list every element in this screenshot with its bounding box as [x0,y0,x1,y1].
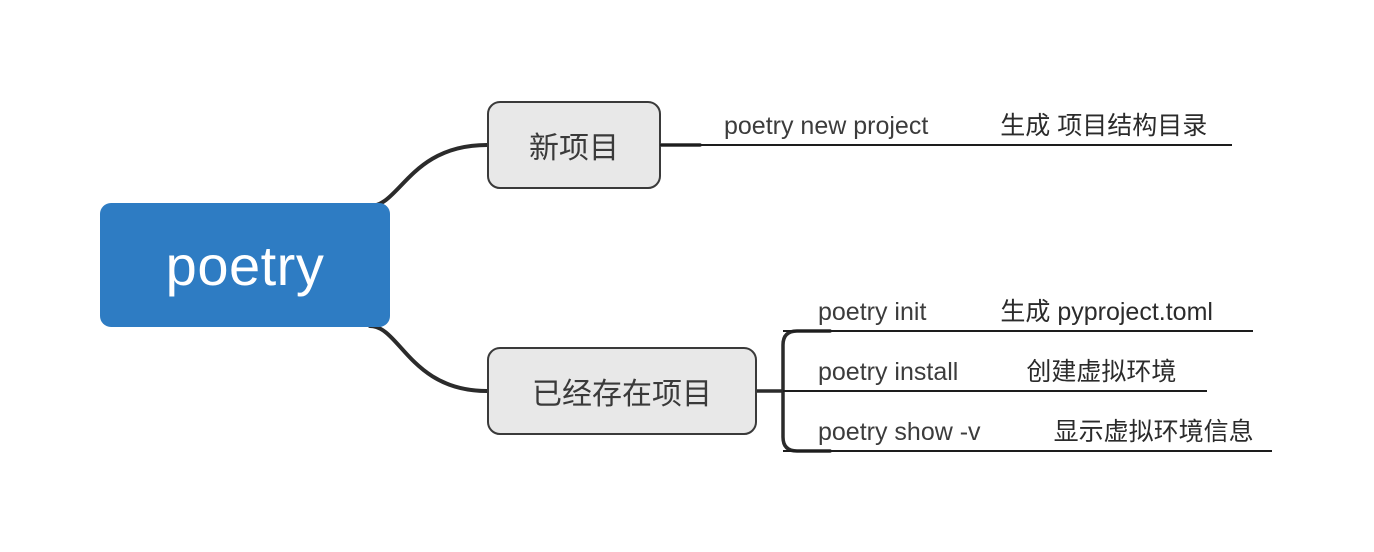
leaf-row-existing-project-1[interactable]: poetry init 生成 pyproject.toml [783,284,1253,332]
root-node-label: poetry [165,233,325,297]
leaf-command: poetry show -v [818,418,981,446]
leaf-description: 显示虚拟环境信息 [1053,418,1254,446]
leaf-row-existing-project-3[interactable]: poetry show -v 显示虚拟环境信息 [783,404,1272,452]
connector-root-to-existing-project [368,324,489,393]
leaf-description: 生成 项目结构目录 [1000,112,1208,140]
leaf-description: 生成 pyproject.toml [1000,298,1213,326]
branch-node-existing-project[interactable]: 已经存在项目 [487,347,757,435]
leaf-description: 创建虚拟环境 [1026,358,1177,386]
branch-node-new-project-label: 新项目 [529,132,619,165]
leaf-command: poetry new project [724,112,929,140]
leaf-row-existing-project-2[interactable]: poetry install 创建虚拟环境 [783,344,1207,392]
leaf-command: poetry init [818,298,927,326]
branch-node-existing-project-label: 已经存在项目 [532,378,712,411]
branch-node-new-project[interactable]: 新项目 [487,101,661,189]
root-node-poetry[interactable]: poetry [100,203,390,327]
leaf-command: poetry install [818,358,959,386]
leaf-row-new-project-1[interactable]: poetry new project 生成 项目结构目录 [660,98,1232,146]
connector-root-to-new-project [368,143,489,208]
